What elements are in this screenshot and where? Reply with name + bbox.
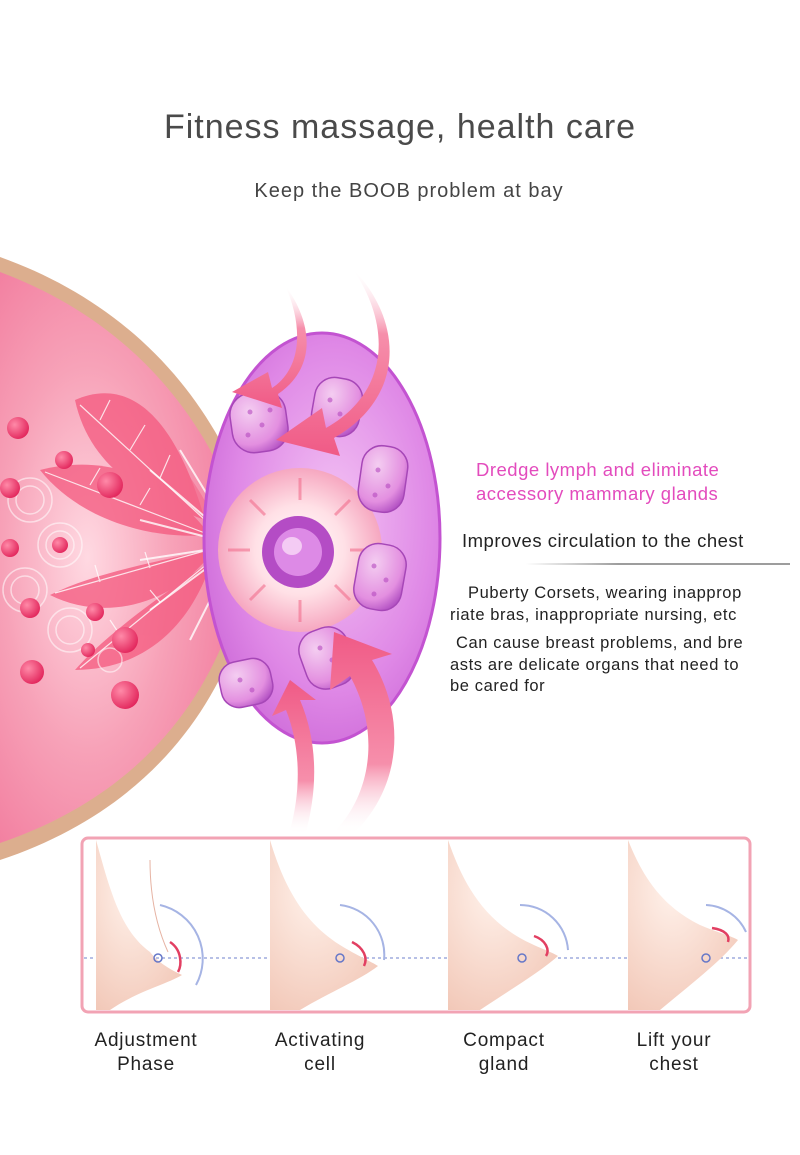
stage-label-activating: Activating cell [240,1029,400,1077]
stage-label-line: Adjustment [94,1030,198,1051]
stage-label-line: cell [304,1054,336,1075]
benefit-headline-line-2: accessory mammary glands [476,483,719,504]
stage-label-line: chest [649,1054,699,1075]
benefit-headline-line-1: Dredge lymph and eliminate [476,459,720,480]
paragraph-2-line-3: be cared for [450,677,546,695]
stage-label-line: Activating [274,1030,366,1051]
paragraph-2-line-2: asts are delicate organs that need to [450,655,740,674]
benefit-paragraph-1: Puberty Corsets, wearing inapprop riate … [450,583,795,626]
benefit-paragraph-2: Can cause breast problems, and bre asts … [450,633,795,698]
stage-label-line: Compact [463,1030,545,1051]
paragraph-2-line-1: Can cause breast problems, and bre [456,634,744,652]
stage-label-line: Phase [117,1054,175,1075]
arrow-icon [232,268,395,835]
paragraph-1-line-1: Puberty Corsets, wearing inapprop [468,584,742,602]
benefit-headline: Dredge lymph and eliminate accessory mam… [476,458,796,506]
page-subtitle: Keep the BOOB problem at bay [254,180,564,202]
benefit-subheadline: Improves circulation to the chest [462,530,744,551]
stage-label-compact: Compact gland [424,1029,584,1077]
body-silhouette [96,840,747,1010]
stage-label-lift: Lift your chest [594,1029,754,1077]
paragraph-1-line-2: riate bras, inappropriate nursing, etc [450,605,737,624]
divider [526,563,790,565]
breast-cross-section [0,257,262,860]
page-title: Fitness massage, health care [163,108,637,146]
massager-head [202,331,442,745]
stage-label-line: Lift your [636,1030,712,1051]
stage-label-line: gland [478,1054,530,1075]
stage-label-adjustment: Adjustment Phase [66,1029,226,1077]
